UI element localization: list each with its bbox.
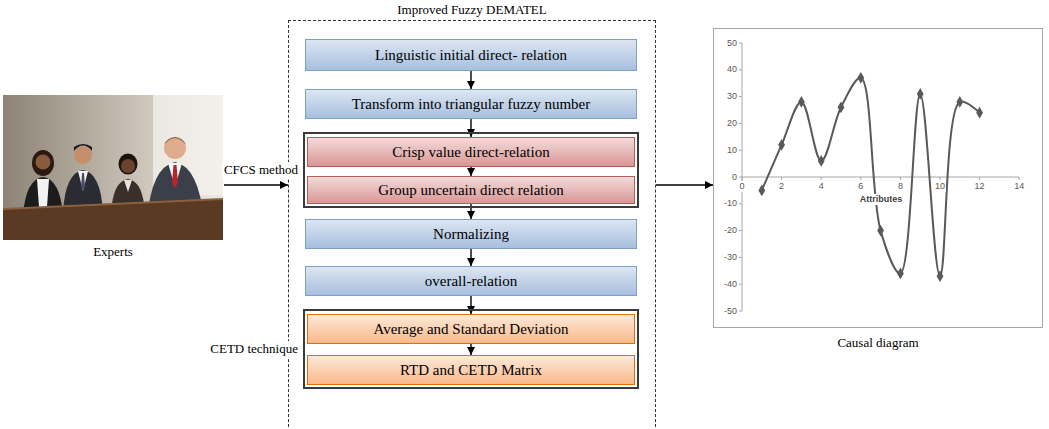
tick-mark (900, 177, 901, 180)
y-tick-label: 0 (731, 172, 738, 183)
y-axis (742, 43, 743, 311)
y-tick-label: 20 (726, 118, 738, 129)
process-box: Crisp value direct-relation (307, 137, 635, 167)
data-marker (897, 268, 904, 280)
y-tick-label: 30 (726, 91, 738, 102)
flow-arrow (470, 296, 471, 314)
tick-mark (739, 284, 742, 285)
x-tick-label: 14 (1013, 181, 1025, 192)
process-box: RTD and CETD Matrix (307, 355, 635, 385)
tick-mark (781, 177, 782, 180)
y-tick-label: -10 (723, 198, 738, 209)
axis-title: Attributes (859, 194, 904, 205)
figure-caption: Causal diagram (714, 335, 1042, 351)
box-text: Linguistic initial direct- relation (375, 46, 567, 64)
box-text: Group uncertain direct relation (378, 181, 563, 199)
x-tick-label: 4 (818, 181, 825, 192)
tick-mark (739, 311, 742, 312)
data-line (762, 78, 980, 276)
data-marker (758, 185, 765, 197)
y-tick-label: -40 (723, 279, 738, 290)
method-group: Crisp value direct-relationGroup uncerta… (303, 132, 639, 208)
data-marker (778, 139, 785, 151)
tick-mark (739, 69, 742, 70)
tick-mark (742, 177, 743, 180)
x-tick-label: 2 (778, 181, 785, 192)
x-tick-label: 10 (934, 181, 946, 192)
tick-mark (739, 230, 742, 231)
flow-arrow (470, 167, 471, 176)
flow-arrow (224, 184, 288, 185)
tick-mark (979, 177, 980, 180)
data-marker (798, 96, 805, 108)
box-text: overall-relation (425, 272, 517, 290)
y-tick-label: 10 (726, 145, 738, 156)
x-axis (742, 177, 1019, 178)
tick-mark (739, 43, 742, 44)
tick-mark (739, 203, 742, 204)
process-box: Linguistic initial direct- relation (305, 39, 637, 71)
y-tick-label: -20 (723, 225, 738, 236)
box-text: Transform into triangular fuzzy number (352, 95, 591, 113)
flow-arrow (656, 184, 713, 185)
process-box: overall-relation (305, 266, 637, 296)
data-marker (937, 270, 944, 282)
tick-mark (739, 96, 742, 97)
x-tick-label: 8 (897, 181, 904, 192)
experts-node: Experts (2, 95, 224, 260)
box-text: Normalizing (433, 225, 509, 243)
frame-heading: Improved Fuzzy DEMATEL (289, 2, 655, 18)
data-marker (917, 88, 924, 100)
y-tick-label: 50 (726, 38, 738, 49)
x-tick-label: 12 (974, 181, 986, 192)
box-text: Average and Standard Deviation (373, 320, 568, 338)
x-tick-label: 6 (857, 181, 864, 192)
y-tick-label: -50 (723, 306, 738, 317)
data-marker (857, 72, 864, 84)
method-frame: Linguistic initial direct- relationTrans… (288, 20, 656, 429)
box-text: RTD and CETD Matrix (400, 361, 542, 379)
flow-arrow (470, 344, 471, 355)
figure-caption: Experts (2, 244, 224, 260)
chart-node: Causal diagram50403020100-10-20-30-40-50… (713, 28, 1043, 328)
tick-mark (739, 257, 742, 258)
x-tick-label: 0 (738, 181, 745, 192)
method-group: Average and Standard DeviationRTD and CE… (303, 309, 639, 389)
line-chart (714, 29, 1042, 327)
process-box: Group uncertain direct relation (307, 176, 635, 204)
process-box: Average and Standard Deviation (307, 314, 635, 344)
tick-mark (860, 177, 861, 180)
tick-mark (940, 177, 941, 180)
tick-mark (739, 150, 742, 151)
data-marker (818, 155, 825, 167)
tick-mark (739, 123, 742, 124)
y-tick-label: -30 (723, 252, 738, 263)
data-marker (956, 96, 963, 108)
flow-arrow (470, 119, 471, 137)
group-label: CETD technique (208, 341, 300, 357)
data-marker (877, 225, 884, 237)
flow-arrow (470, 249, 471, 266)
data-marker (976, 107, 983, 119)
tick-mark (821, 177, 822, 180)
flow-arrow (470, 71, 471, 89)
group-label: CFCS method (222, 162, 300, 178)
process-box: Transform into triangular fuzzy number (305, 89, 637, 119)
experts-photo (3, 95, 223, 240)
y-tick-label: 40 (726, 64, 738, 75)
box-text: Crisp value direct-relation (392, 143, 549, 161)
data-marker (838, 101, 845, 113)
tick-mark (1019, 177, 1020, 180)
process-box: Normalizing (305, 219, 637, 249)
